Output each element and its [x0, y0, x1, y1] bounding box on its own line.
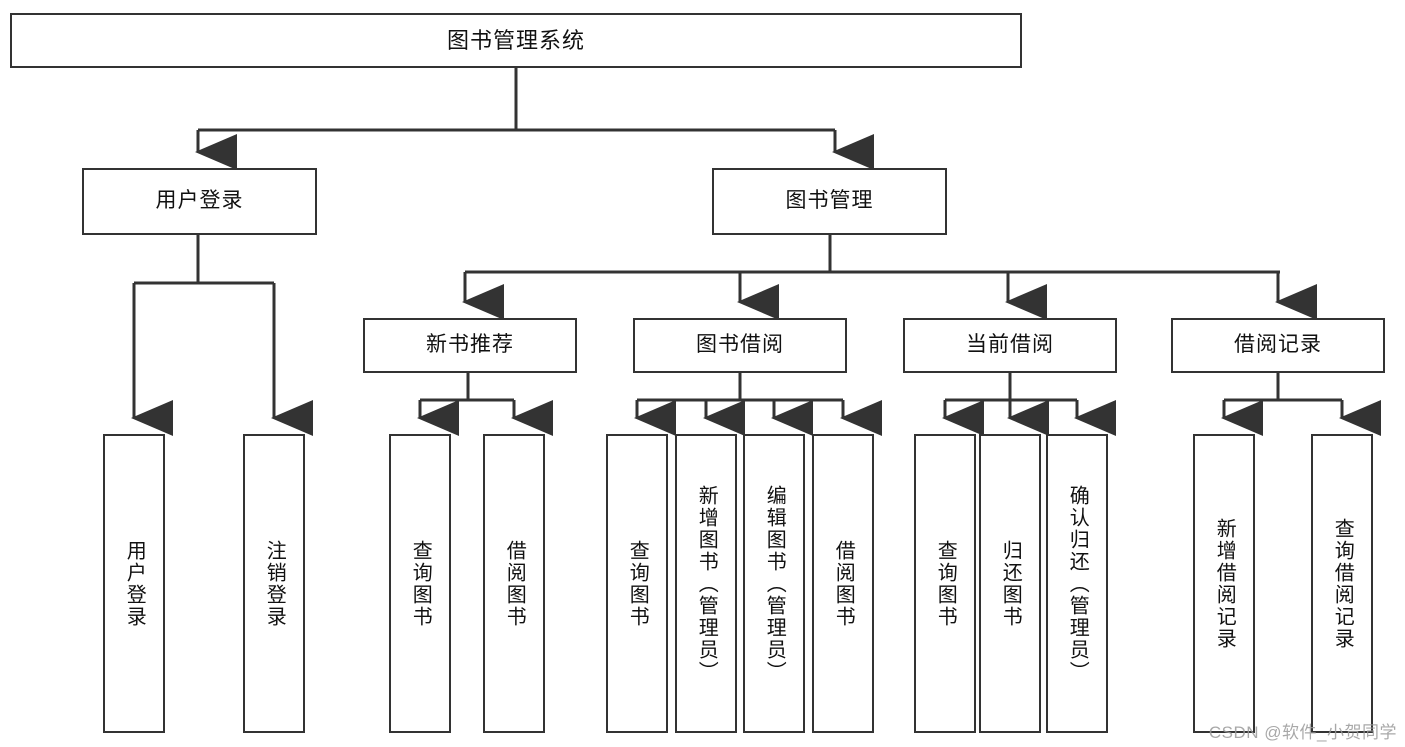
- node-label: 借阅图书: [832, 539, 855, 628]
- leaf-user-login-login[interactable]: 用户登录: [103, 434, 165, 733]
- node-label: 图书借阅: [696, 333, 784, 357]
- leaf-user-login-logout[interactable]: 注销登录: [243, 434, 305, 733]
- node-label: 归还图书: [999, 539, 1022, 628]
- leaf-borrow-record-query-record[interactable]: 查询借阅记录: [1311, 434, 1373, 733]
- node-label: 注销登录: [263, 539, 286, 628]
- leaf-current-borrow-query-book[interactable]: 查询图书: [914, 434, 976, 733]
- node-new-book-recommend[interactable]: 新书推荐: [363, 318, 577, 373]
- node-label: 借阅记录: [1234, 333, 1322, 357]
- node-book-management[interactable]: 图书管理: [712, 168, 947, 235]
- node-label: 图书管理: [785, 189, 874, 213]
- node-label: 查询图书: [934, 539, 957, 628]
- node-label: 新增图书（管理员）: [695, 484, 718, 683]
- leaf-book-borrow-add-book-admin[interactable]: 新增图书（管理员）: [675, 434, 737, 733]
- leaf-new-book-borrow-book[interactable]: 借阅图书: [483, 434, 545, 733]
- node-label: 借阅图书: [503, 539, 526, 628]
- leaf-current-borrow-return-book[interactable]: 归还图书: [979, 434, 1041, 733]
- leaf-book-borrow-edit-book-admin[interactable]: 编辑图书（管理员）: [743, 434, 805, 733]
- leaf-book-borrow-query-book[interactable]: 查询图书: [606, 434, 668, 733]
- node-label: 当前借阅: [966, 333, 1054, 357]
- node-label: 确认归还（管理员）: [1066, 484, 1089, 683]
- node-label: 查询图书: [409, 539, 432, 628]
- node-root-book-management-system[interactable]: 图书管理系统: [10, 13, 1022, 68]
- watermark-text: CSDN @软件_小贺同学: [1208, 723, 1397, 742]
- leaf-new-book-query-book[interactable]: 查询图书: [389, 434, 451, 733]
- node-borrow-record[interactable]: 借阅记录: [1171, 318, 1385, 373]
- node-label: 图书管理系统: [446, 27, 585, 53]
- leaf-borrow-record-add-record[interactable]: 新增借阅记录: [1193, 434, 1255, 733]
- node-label: 用户登录: [155, 189, 244, 213]
- node-label: 查询借阅记录: [1331, 517, 1354, 650]
- leaf-book-borrow-borrow-book[interactable]: 借阅图书: [812, 434, 874, 733]
- node-label: 查询图书: [626, 539, 649, 628]
- node-book-borrow[interactable]: 图书借阅: [633, 318, 847, 373]
- node-label: 用户登录: [123, 539, 146, 628]
- leaf-current-borrow-confirm-return-admin[interactable]: 确认归还（管理员）: [1046, 434, 1108, 733]
- node-label: 新增借阅记录: [1213, 517, 1236, 650]
- node-label: 新书推荐: [426, 333, 514, 357]
- node-current-borrow[interactable]: 当前借阅: [903, 318, 1117, 373]
- node-user-login[interactable]: 用户登录: [82, 168, 317, 235]
- node-label: 编辑图书（管理员）: [763, 484, 786, 683]
